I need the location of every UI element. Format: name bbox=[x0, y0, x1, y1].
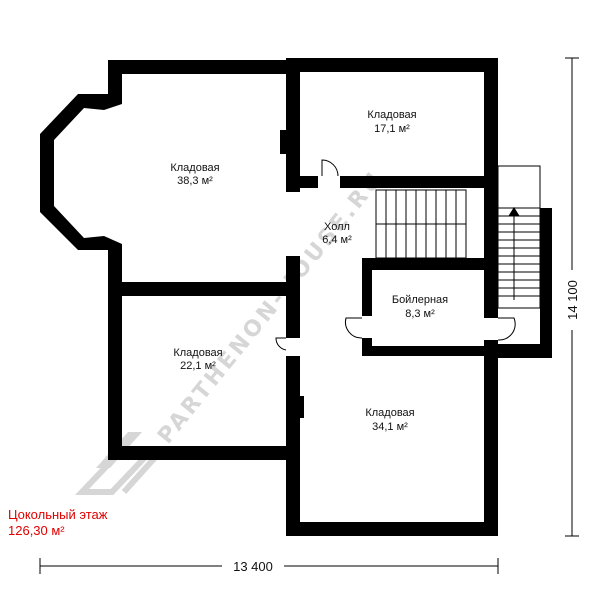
wall bbox=[484, 258, 498, 318]
wall bbox=[298, 396, 304, 418]
height-label: 14 100 bbox=[565, 280, 580, 320]
exterior-staircase bbox=[497, 165, 541, 309]
room-name: Кладовая bbox=[367, 109, 416, 121]
door-swing bbox=[345, 317, 363, 339]
wall bbox=[484, 58, 498, 258]
wall bbox=[362, 258, 498, 270]
floor-title: Цокольный этаж bbox=[8, 507, 108, 522]
room-name: Холл bbox=[324, 221, 350, 233]
wall bbox=[108, 60, 122, 102]
bay-window-wall bbox=[40, 94, 122, 256]
wall bbox=[362, 346, 498, 356]
doors bbox=[275, 159, 516, 351]
watermark: PARTHENON-HOUSE.RU bbox=[75, 166, 389, 495]
wall bbox=[298, 176, 318, 188]
wall bbox=[340, 176, 484, 188]
floor-area: 126,30 м² bbox=[8, 523, 65, 538]
room-area: 34,1 м² bbox=[372, 421, 408, 433]
room-area: 8,3 м² bbox=[405, 308, 435, 320]
wall bbox=[286, 58, 300, 192]
wall bbox=[108, 60, 290, 74]
room-area: 22,1 м² bbox=[180, 360, 216, 372]
interior-staircase bbox=[375, 189, 467, 259]
walls bbox=[40, 58, 552, 536]
dimension-height: 14 100 bbox=[565, 57, 580, 537]
width-label: 13 400 bbox=[233, 559, 273, 574]
wall bbox=[484, 340, 498, 536]
room-name: Кладовая bbox=[173, 347, 222, 359]
room-name: Кладовая bbox=[365, 407, 414, 419]
door-swing bbox=[275, 337, 287, 351]
room-area: 6,4 м² bbox=[322, 234, 352, 246]
wall bbox=[108, 248, 122, 460]
room-area: 38,3 м² bbox=[177, 175, 213, 187]
door-swing bbox=[321, 159, 339, 177]
dimension-width: 13 400 bbox=[39, 558, 499, 574]
room-name: Кладовая bbox=[170, 162, 219, 174]
watermark-text: PARTHENON-HOUSE.RU bbox=[153, 166, 388, 448]
wall bbox=[540, 208, 552, 358]
room-area: 17,1 м² bbox=[374, 123, 410, 135]
wall bbox=[362, 258, 372, 316]
wall bbox=[108, 446, 292, 460]
wall bbox=[286, 256, 300, 338]
wall bbox=[108, 282, 292, 296]
wall bbox=[498, 344, 552, 358]
door-swing bbox=[497, 317, 516, 341]
wall bbox=[288, 58, 498, 72]
room-labels: Кладовая 38,3 м² Кладовая 17,1 м² Холл 6… bbox=[170, 109, 448, 433]
room-name: Бойлерная bbox=[392, 294, 448, 306]
wall bbox=[286, 356, 300, 536]
wall bbox=[286, 522, 498, 536]
wall bbox=[280, 130, 288, 154]
